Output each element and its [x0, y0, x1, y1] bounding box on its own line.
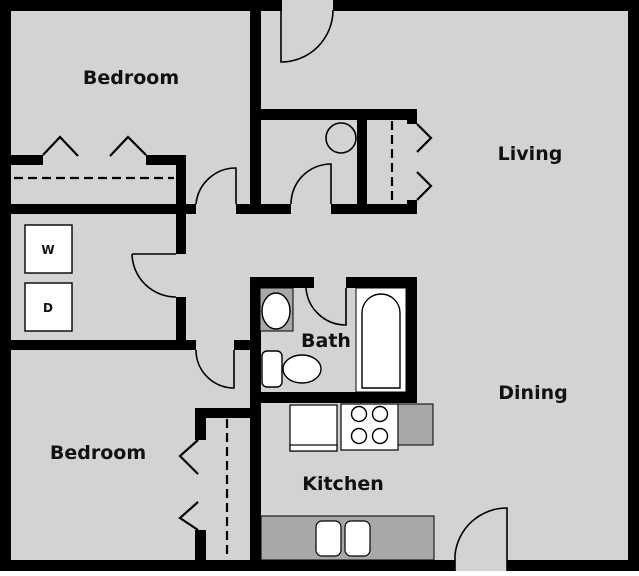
dryer-label: D [43, 301, 53, 315]
door-swings[interactable] [131, 0, 508, 571]
room-label-kitchen: Kitchen [302, 473, 384, 495]
bathtub [355, 287, 407, 393]
room-label-bedroom-bottom: Bedroom [50, 442, 146, 464]
room-label-living: Living [498, 143, 563, 165]
front-door-opening[interactable] [456, 560, 506, 571]
closet-doors-hall[interactable] [390, 121, 433, 204]
stove [340, 403, 399, 451]
closet-doors-bottom-bedroom[interactable] [178, 419, 229, 558]
counter-sink [260, 515, 435, 561]
room-label-bath: Bath [301, 330, 351, 352]
room-label-dining: Dining [498, 382, 567, 404]
washer: W [24, 224, 73, 274]
bath-vanity [259, 287, 294, 332]
toilet [261, 350, 322, 388]
room-label-bedroom-top: Bedroom [83, 67, 179, 89]
refrigerator [289, 404, 338, 452]
washer-label: W [41, 243, 54, 257]
dryer: D [24, 282, 73, 332]
counter-upper [397, 403, 434, 446]
closet-doors-top-bedroom[interactable] [14, 135, 174, 180]
water-heater-icon [325, 122, 357, 154]
